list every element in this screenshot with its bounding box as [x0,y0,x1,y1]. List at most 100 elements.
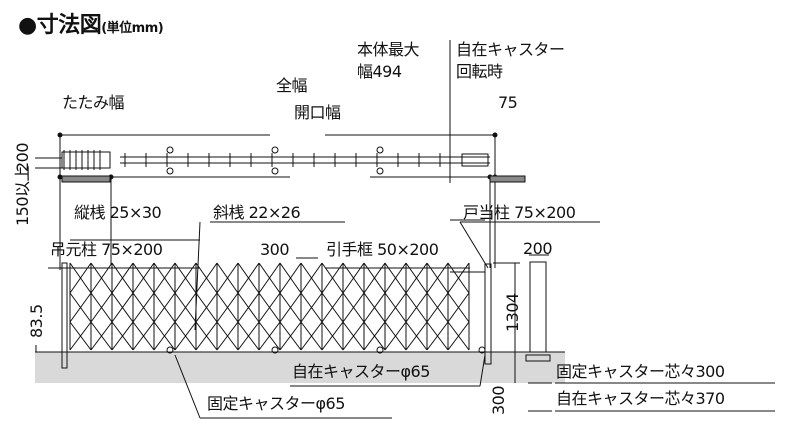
diagonal-bar [384,262,407,294]
diagonal-bar [342,292,365,323]
plan-caster [166,167,174,175]
diagonal-bar [153,292,176,323]
diagonal-bar [153,321,176,351]
diagonal-bar [279,292,302,323]
diagonal-bar [69,262,92,294]
folded-stack [61,151,111,169]
plan-caster [271,167,279,175]
diagonal-bar [300,292,323,323]
diagonal-bar [153,262,176,294]
plan-dimension-lines [57,40,498,273]
leader-line [459,221,489,269]
diagonal-bar [174,321,197,351]
diagonal-bar [405,292,428,323]
ground [35,352,565,383]
free-caster-label: 自在キャスターφ65 [292,362,430,381]
pitch-dimension: 300 [260,240,290,259]
diagonal-bar [447,321,470,351]
diagonal-bar [405,321,428,351]
diagonal-bar [363,321,386,351]
diagonal-bar [90,321,113,351]
diagonal-bar [447,292,470,323]
diagonal-bar [111,321,134,351]
caster-turn-label-1: 自在キャスター [456,40,565,59]
diagonal-bar [447,262,470,294]
height-dimension: 1304 [503,293,522,332]
diagonal-bar [69,321,92,351]
side-base [525,354,551,362]
diagonal-bar-label: 斜桟 22×26 [213,203,301,222]
free-caster-pitch-label: 自在キャスター芯々370 [556,389,725,408]
max-width-label-2: 幅494 [357,62,402,81]
diagonal-bar [111,292,134,323]
max-width-label-1: 本体最大 [357,40,420,59]
plan-caster [166,146,174,154]
diagonal-bar [300,321,323,351]
diagonal-bar [342,262,365,294]
diagonal-bar [132,321,155,351]
diagonal-bar [174,292,197,323]
diagonal-bar [111,262,134,294]
diagonal-bar [90,262,113,294]
hinge-post [61,262,68,369]
diagonal-bar [90,292,113,323]
leader-line [479,354,486,387]
diagonal-bar [384,321,407,351]
diagonal-bar [69,292,92,323]
diagonal-bar [321,262,344,294]
clearance-dimension: 150以上 [13,165,32,226]
side-width-dimension: 200 [523,239,553,258]
fixed-caster-label: 固定キャスターφ65 [207,394,345,413]
diagonal-bar [237,321,260,351]
diagonal-bar [237,262,260,294]
caster [478,346,486,354]
caster-turn-label-2: 回転時 [456,62,503,81]
handle-frame-label: 引手框 50×200 [326,240,439,259]
diagonal-bar [258,292,281,323]
diagonal-bar [300,262,323,294]
diagonal-bar [279,262,302,294]
door-stop-post [484,263,492,365]
diagonal-bar [132,292,155,323]
plan-door-stop [461,153,489,167]
caster [271,346,279,354]
offset-dimension: 75 [498,93,518,112]
diagonal-bar [195,321,218,351]
diagonal-bar [174,262,197,294]
diagonal-bar [279,321,302,351]
diagonal-bar [237,292,260,323]
diagonal-bar [321,292,344,323]
diagonal-bar [195,262,218,294]
diagonal-bar [405,262,428,294]
diagonal-bar [258,321,281,351]
diagonal-bar [216,321,239,351]
leader-line [174,354,201,419]
overall-width-label: 全幅 [276,76,308,95]
door-stop-post-label: 戸当柱 75×200 [463,203,576,222]
side-post [529,261,547,353]
plan-caster [376,146,384,154]
caster [376,346,384,354]
diagonal-bar [195,292,218,323]
diagonal-bar [342,321,365,351]
embed-depth-dimension: 300 [489,385,508,415]
diagonal-bar [216,292,239,323]
diagonal-bar [384,292,407,323]
diagonal-bar [132,262,155,294]
diagonal-bar [321,321,344,351]
hatch-right [489,175,526,183]
diagram-title: ●寸法図(単位mm) [18,13,164,41]
diagonal-bar [258,262,281,294]
hatch-left [61,175,111,183]
opening-width-label: 開口幅 [294,103,341,122]
diagonal-bar [426,321,449,351]
folded-width-label: たたみ幅 [62,93,125,112]
plan-caster [376,167,384,175]
diagonal-bar [363,262,386,294]
caster [166,346,174,354]
plan-caster [271,146,279,154]
title-text: ●寸法図 [18,13,102,38]
ground-clearance-dimension: 83.5 [27,304,46,338]
